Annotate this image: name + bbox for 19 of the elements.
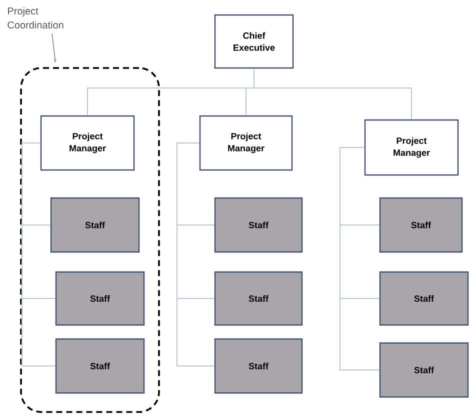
staff-box: Staff (214, 338, 303, 394)
staff-box: Staff (50, 197, 140, 253)
staff-box: Staff (379, 197, 463, 253)
staff-box: Staff (379, 271, 469, 326)
connector-line (22, 142, 56, 366)
role-box: Project Manager (199, 115, 293, 171)
connector-line (254, 68, 412, 120)
staff-box: Staff (214, 197, 303, 253)
staff-box: Staff (379, 342, 469, 398)
staff-box: Staff (214, 271, 303, 326)
role-box: Project Manager (40, 115, 135, 171)
connector-line (340, 147, 380, 370)
dashed-boundary (20, 67, 160, 413)
connector-line (176, 142, 215, 366)
annotation-label: Project Coordination (8, 7, 64, 29)
role-box: Chief Executive (214, 14, 294, 69)
role-box: Project Manager (364, 119, 459, 176)
staff-box: Staff (55, 271, 145, 326)
staff-box: Staff (55, 338, 145, 394)
